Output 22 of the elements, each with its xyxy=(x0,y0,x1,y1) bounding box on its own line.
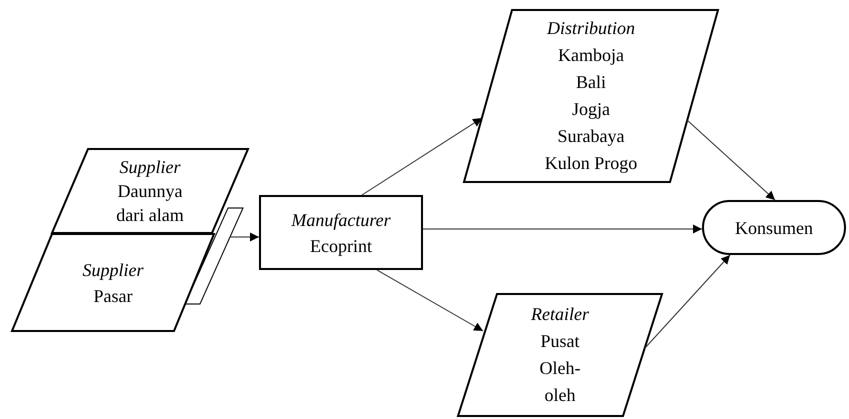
node-text: Ecoprint xyxy=(310,234,372,258)
process-box xyxy=(259,195,423,270)
arrow xyxy=(422,224,702,234)
node-heading: Manufacturer xyxy=(291,208,391,232)
node-text: Jogja xyxy=(572,98,610,121)
arrow xyxy=(644,254,730,348)
arrow xyxy=(686,120,776,200)
node-text: Kulon Progo xyxy=(544,152,638,175)
node-heading: Distribution xyxy=(546,17,635,40)
node-heading: Supplier xyxy=(120,156,180,179)
node-text: Daunnya dari alam xyxy=(115,180,185,227)
node-text: Surabaya xyxy=(558,125,624,148)
node-text: Kamboja xyxy=(558,44,624,67)
node-text: Pusat Oleh-oleh xyxy=(538,330,582,407)
node-text: Bali xyxy=(576,71,606,94)
node-heading: Supplier xyxy=(82,258,144,282)
arrow xyxy=(362,118,482,196)
node-text: Pasar xyxy=(94,284,132,308)
node-text: Konsumen xyxy=(735,216,813,240)
arrow xyxy=(230,232,260,242)
arrow xyxy=(376,270,484,332)
node-heading: Retailer xyxy=(531,303,589,326)
